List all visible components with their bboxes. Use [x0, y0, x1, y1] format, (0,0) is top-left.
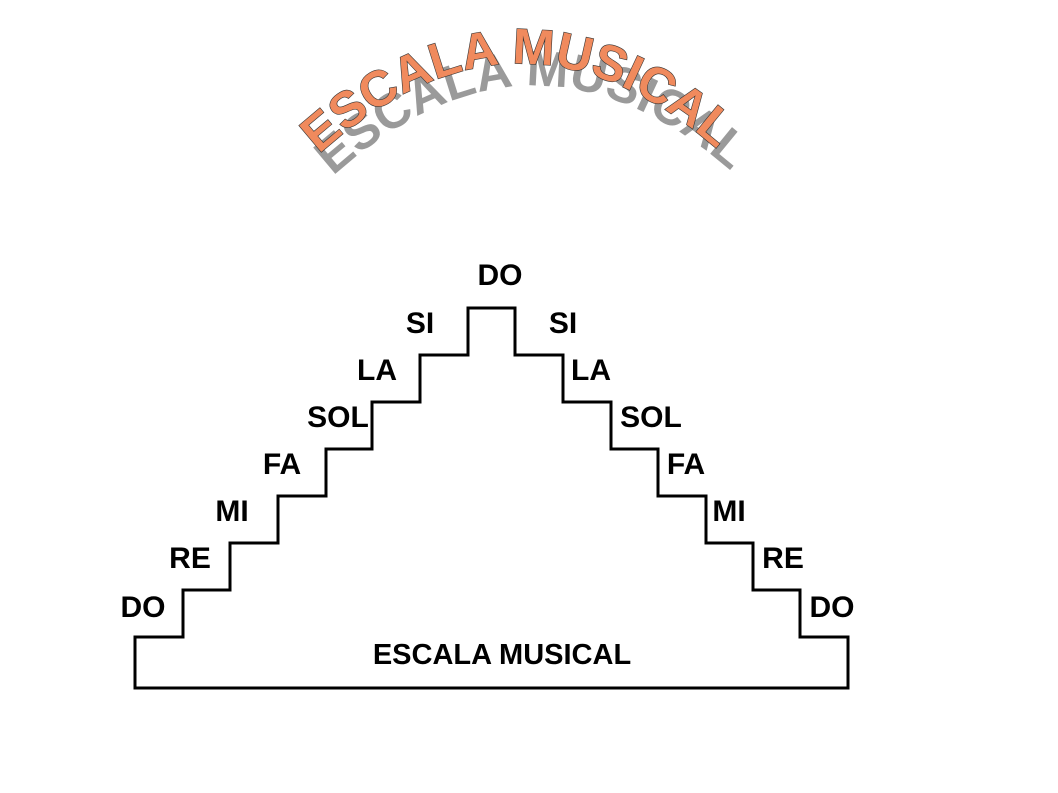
- step-left-la: LA: [357, 354, 397, 387]
- step-left-re: RE: [169, 542, 211, 575]
- step-right-re: RE: [762, 542, 804, 575]
- staircase-outline: [133, 306, 850, 690]
- step-top-do: DO: [478, 259, 523, 292]
- left-steps: DO RE MI FA SOL LA SI: [121, 307, 435, 624]
- step-right-fa: FA: [667, 448, 705, 481]
- step-left-sol: SOL: [307, 401, 369, 434]
- step-right-do: DO: [810, 591, 855, 624]
- base-label: ESCALA MUSICAL: [373, 639, 631, 671]
- step-right-si: SI: [549, 307, 577, 340]
- step-left-si: SI: [406, 307, 434, 340]
- step-left-do: DO: [121, 591, 166, 624]
- step-left-mi: MI: [215, 495, 248, 528]
- step-left-fa: FA: [263, 448, 301, 481]
- step-right-sol: SOL: [620, 401, 682, 434]
- step-right-la: LA: [571, 354, 611, 387]
- right-steps: SI LA SOL FA MI RE DO: [549, 307, 855, 624]
- title-arc: ESCALA MUSICAL ESCALA MUSICAL: [289, 17, 760, 184]
- step-right-mi: MI: [712, 495, 745, 528]
